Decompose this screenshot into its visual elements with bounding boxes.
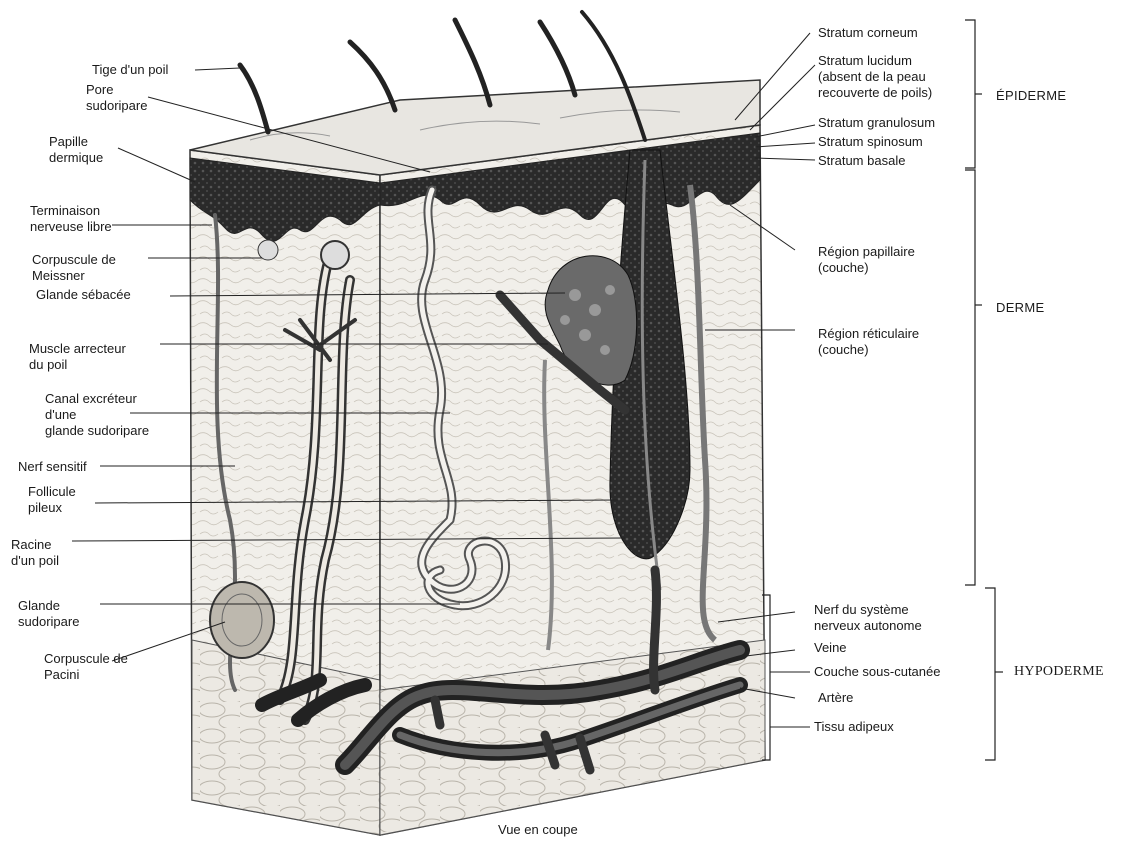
layer-hypoderme: HYPODERME — [1014, 664, 1104, 680]
label-stratum-basale: Stratum basale — [818, 153, 905, 169]
label-stratum-granulosum: Stratum granulosum — [818, 115, 935, 131]
meissner-corpuscle — [258, 240, 278, 260]
label-terminaison-nerveuse: Terminaison nerveuse libre — [30, 203, 112, 235]
label-racine-poil: Racine d'un poil — [11, 537, 59, 569]
label-corpuscule-pacini: Corpuscule de Pacini — [44, 651, 128, 683]
label-pore-sudoripare: Pore sudoripare — [86, 82, 147, 114]
label-artere: Artère — [818, 690, 853, 706]
label-stratum-spinosum: Stratum spinosum — [818, 134, 923, 150]
label-region-reticulaire: Région réticulaire (couche) — [818, 326, 919, 358]
label-tige-poil: Tige d'un poil — [92, 62, 168, 78]
label-nerf-systeme-autonome: Nerf du système nerveux autonome — [814, 602, 922, 634]
layer-epiderme: ÉPIDERME — [996, 88, 1066, 103]
label-stratum-lucidum: Stratum lucidum (absent de la peau recou… — [818, 53, 932, 101]
label-muscle-arrecteur: Muscle arrecteur du poil — [29, 341, 126, 373]
pacinian-corpuscle — [210, 582, 274, 658]
label-canal-excreteur: Canal excréteur d'une glande sudoripare — [45, 391, 149, 439]
layer-brackets — [762, 20, 1003, 760]
layer-derme: DERME — [996, 300, 1044, 315]
label-stratum-corneum: Stratum corneum — [818, 25, 918, 41]
label-glande-sebacee: Glande sébacée — [36, 287, 131, 303]
label-tissu-adipeux: Tissu adipeux — [814, 719, 894, 735]
caption: Vue en coupe — [498, 822, 578, 838]
label-glande-sudoripare: Glande sudoripare — [18, 598, 79, 630]
label-region-papillaire: Région papillaire (couche) — [818, 244, 915, 276]
label-couche-sous-cutanee: Couche sous-cutanée — [814, 664, 940, 680]
label-nerf-sensitif: Nerf sensitif — [18, 459, 87, 475]
sweat-pore-head — [321, 241, 349, 269]
label-veine: Veine — [814, 640, 847, 656]
label-corpuscule-meissner: Corpuscule de Meissner — [32, 252, 116, 284]
label-follicule-pileux: Follicule pileux — [28, 484, 76, 516]
label-papille-dermique: Papille dermique — [49, 134, 103, 166]
